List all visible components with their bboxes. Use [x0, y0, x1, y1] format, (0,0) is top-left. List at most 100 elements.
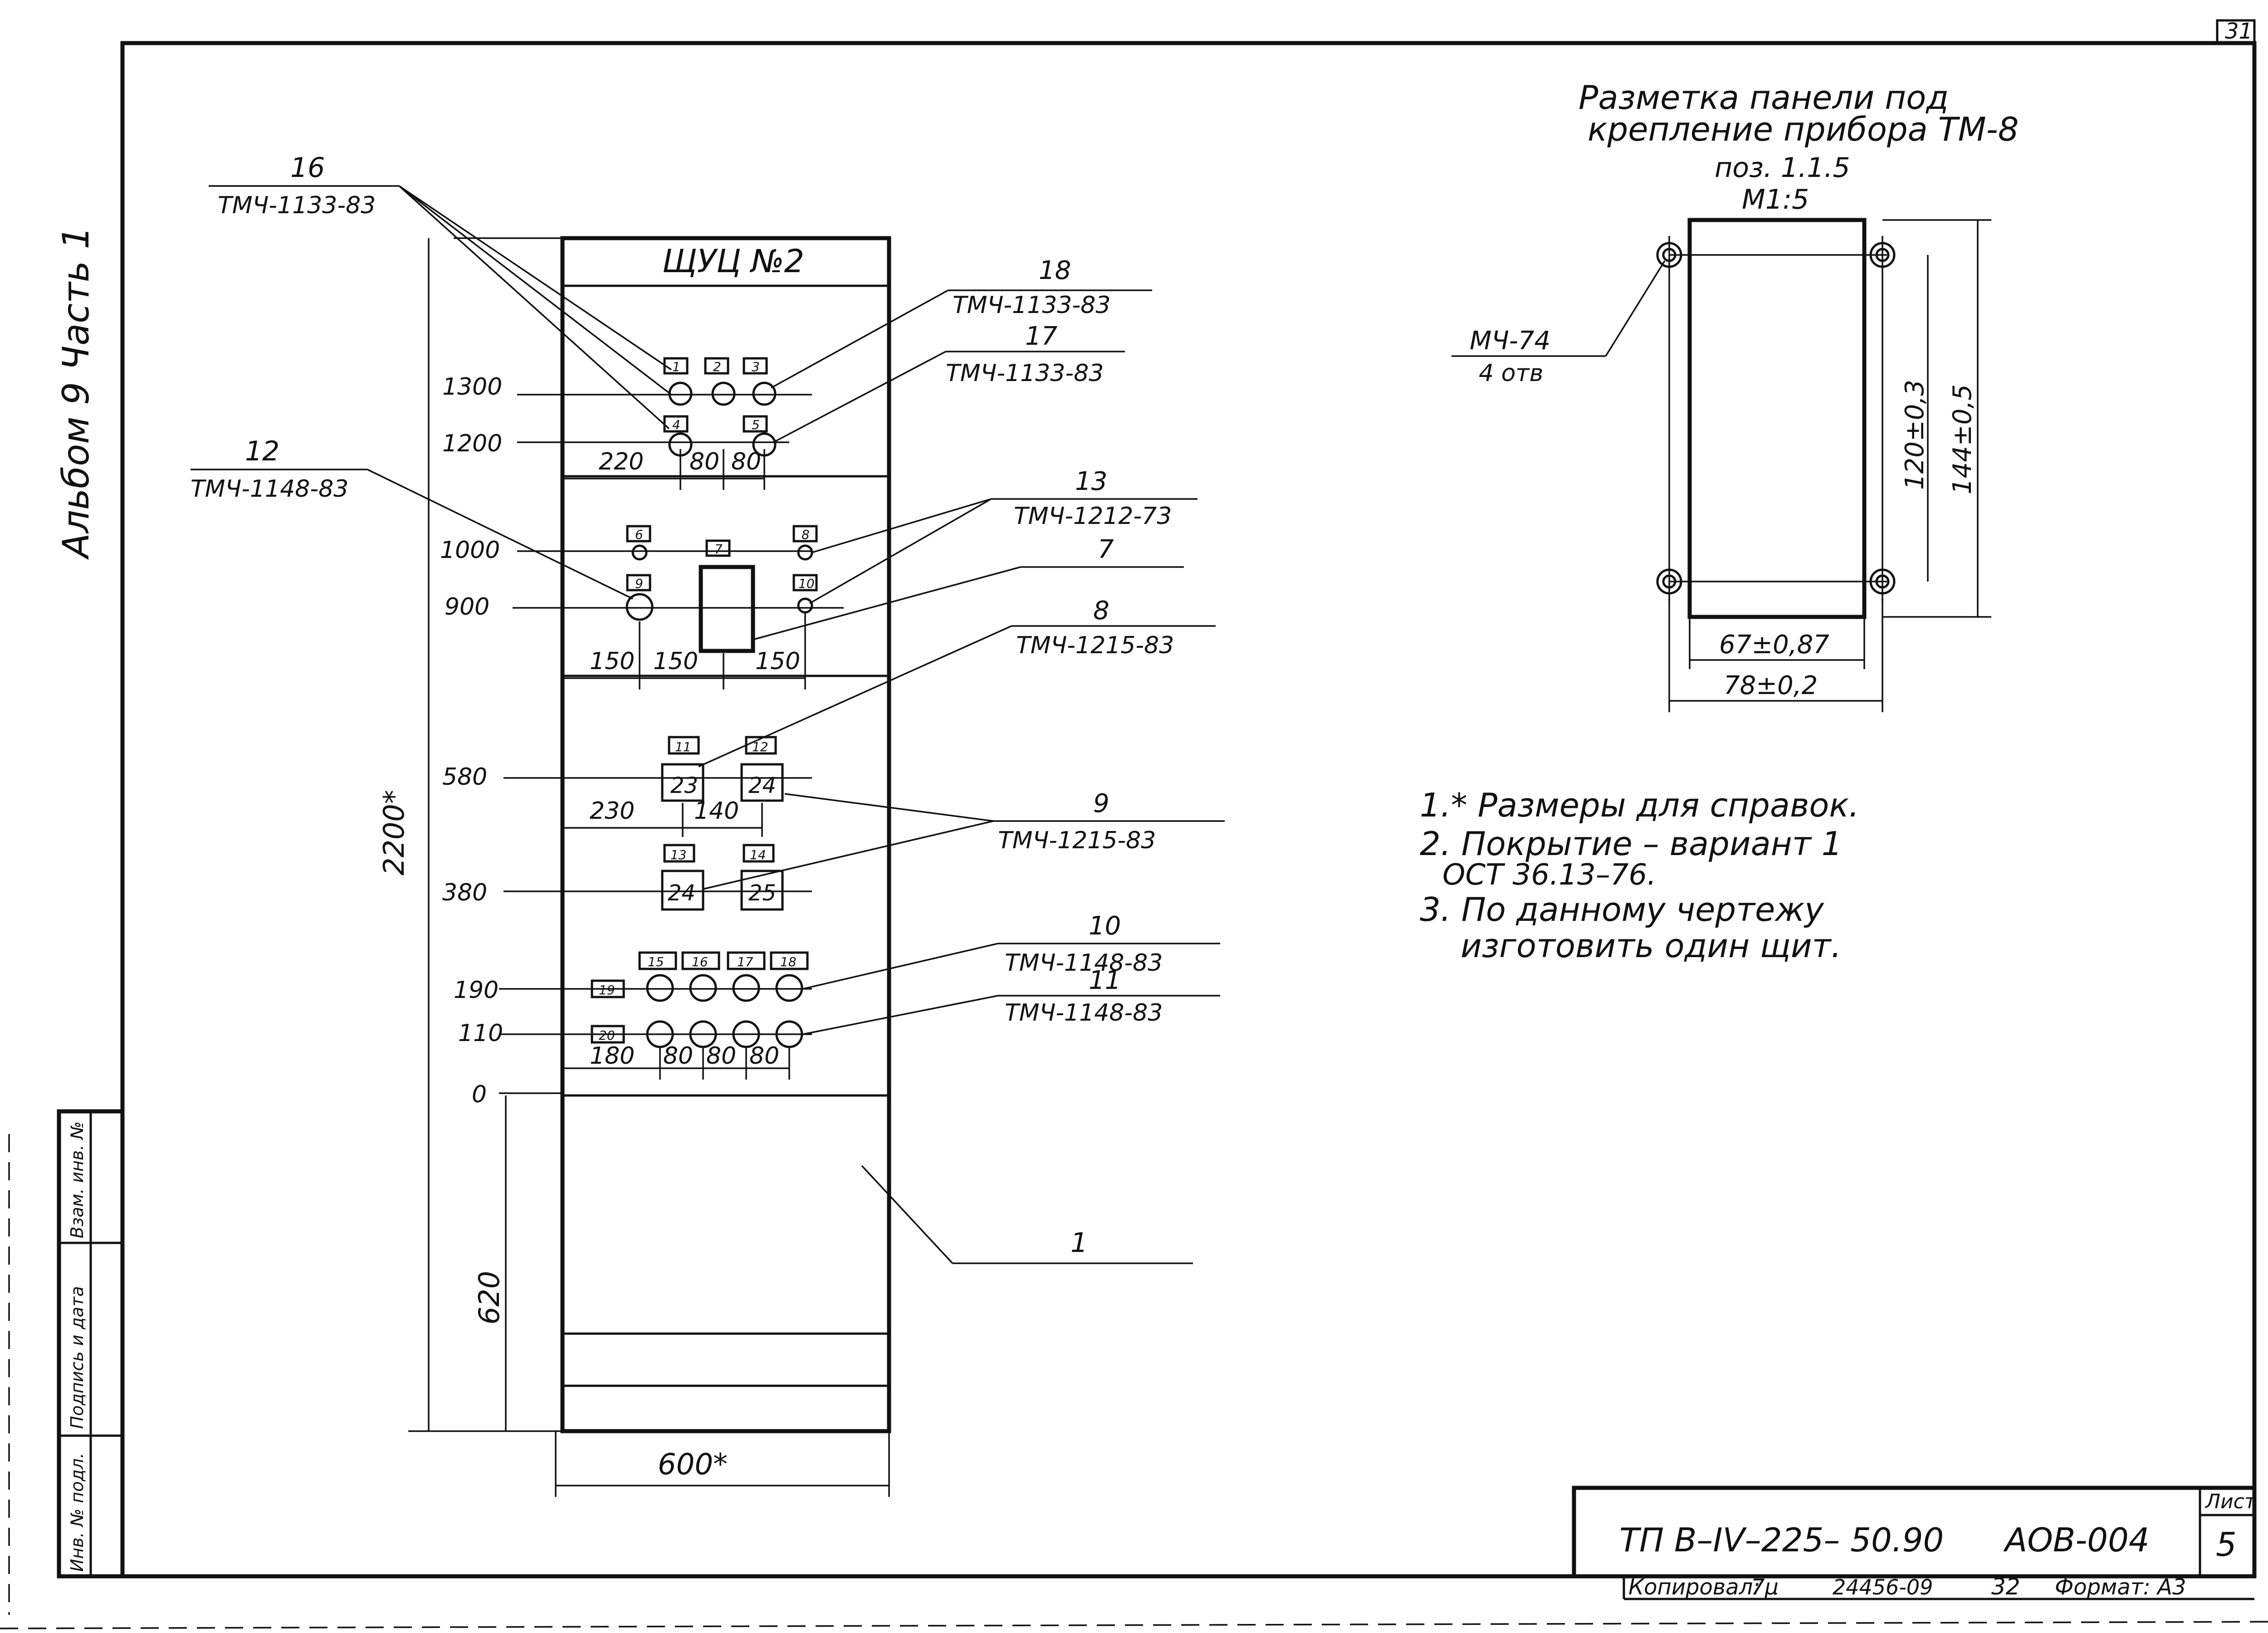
footer-num: 32	[1991, 1574, 2020, 1600]
row3-elements	[562, 736, 784, 911]
tag-11: 11	[675, 739, 691, 754]
row3-dim-230: 230	[590, 797, 635, 825]
detail-dim-67: 67±0,87	[1719, 630, 1829, 660]
callout-17-code: ТМЧ-1133-83	[946, 360, 1104, 387]
tag-15: 15	[648, 954, 664, 969]
device-25: 25	[748, 880, 776, 906]
row2-dim-150b: 150	[653, 648, 698, 675]
tag-17: 17	[737, 954, 753, 969]
panel-name: ЩУЦ №2	[662, 243, 804, 280]
callout-16-code: ТМЧ-1133-83	[218, 192, 376, 219]
footer-copied: Копировал:	[1628, 1574, 1760, 1600]
left-stamp	[57, 1109, 125, 1579]
tag-3: 3	[752, 359, 760, 374]
detail-hole-count: 4 отв	[1479, 360, 1543, 387]
row1-dim-80a: 80	[689, 448, 719, 475]
tag-5: 5	[752, 417, 760, 432]
level-0: 0	[472, 1081, 487, 1108]
callout-16-num: 16	[290, 152, 325, 184]
callout-12-code: ТМЧ-1148-83	[191, 475, 348, 503]
panel-outline	[560, 236, 891, 1433]
level-900: 900	[445, 593, 489, 621]
detail-hole-code: МЧ-74	[1470, 326, 1550, 356]
row4-dim-80c: 80	[749, 1042, 779, 1070]
row3-dim-140: 140	[694, 797, 739, 825]
callout-9-code: ТМЧ-1215-83	[998, 827, 1156, 854]
row4-dim-80a: 80	[663, 1042, 693, 1070]
tag-19: 19	[599, 983, 615, 997]
footer-format: Формат: А3	[2055, 1574, 2186, 1600]
detail-dim-78: 78±0,2	[1724, 671, 1818, 700]
level-1000: 1000	[440, 537, 500, 564]
detail-title-l2: крепление прибора ТМ-8	[1588, 110, 2019, 148]
width-dim-600: 600*	[658, 1448, 728, 1481]
side-album-label: Альбом 9 Часть 1	[55, 226, 97, 560]
tag-16: 16	[692, 954, 708, 969]
note-2b: ОСТ 36.13–76.	[1442, 858, 1657, 892]
tag-6: 6	[635, 527, 643, 542]
detail-drawing	[1452, 218, 1991, 712]
tag-10: 10	[798, 576, 815, 591]
tag-8: 8	[802, 527, 810, 542]
tag-7: 7	[714, 542, 723, 557]
device-24a: 24	[748, 773, 776, 798]
level-580: 580	[442, 763, 487, 791]
title-code: АОВ-004	[2003, 1521, 2150, 1559]
row1-dim-80b: 80	[731, 448, 761, 475]
callout-12-num: 12	[245, 435, 279, 467]
tag-14: 14	[750, 847, 766, 862]
note-2: 2. Покрытие – вариант 1	[1420, 825, 1843, 863]
detail-title-l3: поз. 1.1.5	[1715, 152, 1850, 184]
tag-20: 20	[599, 1028, 615, 1043]
callout-7-num: 7	[1098, 535, 1114, 564]
tag-13: 13	[670, 847, 687, 862]
height-dimension	[408, 237, 562, 1432]
sheet-frame	[0, 19, 2268, 1629]
title-block	[1572, 1486, 2257, 1600]
note-1: 1.* Размеры для справок.	[1420, 786, 1859, 824]
detail-title-l1: Разметка панели под	[1579, 78, 1949, 117]
callout-9-num: 9	[1093, 789, 1110, 818]
footer-order: 24456-09	[1833, 1575, 1933, 1599]
detail-scale: М1:5	[1742, 184, 1809, 215]
bottom-dim-620: 620	[473, 1271, 506, 1325]
level-1200: 1200	[442, 430, 502, 457]
stamp-sign-date: Подпись и дата	[67, 1286, 87, 1429]
footer-initials: 7µ	[1751, 1574, 1779, 1600]
level-380: 380	[442, 879, 487, 906]
note-3: 3. По данному чертежу	[1420, 890, 1824, 929]
tag-18: 18	[780, 954, 797, 969]
row2-dim-150a: 150	[590, 648, 635, 675]
stamp-inv-podl: Инв. № подл.	[67, 1453, 87, 1572]
level-lines	[499, 394, 844, 1094]
callout-13-num: 13	[1075, 467, 1107, 496]
level-190: 190	[454, 977, 499, 1004]
detail-dim-120: 120±0,3	[1900, 380, 1930, 490]
callout-10-code: ТМЧ-1148-83	[1005, 949, 1163, 977]
leader-lines	[191, 185, 1225, 1264]
detail-dim-144: 144±0,5	[1948, 384, 1977, 494]
width-dimension	[555, 1431, 890, 1497]
row1-dim-220: 220	[599, 448, 644, 475]
callout-17-num: 17	[1025, 322, 1058, 351]
tag-1: 1	[672, 359, 680, 374]
corner-number: 31	[2225, 19, 2253, 44]
callout-11-code: ТМЧ-1148-83	[1005, 999, 1163, 1027]
callout-18-code: ТМЧ-1133-83	[953, 292, 1110, 319]
tag-2: 2	[713, 359, 721, 374]
tag-9: 9	[635, 576, 643, 591]
stamp-vzam-inv: Взам. инв. №	[67, 1121, 87, 1238]
callout-18-num: 18	[1039, 256, 1071, 285]
title-sheet-label: Лист	[2204, 1490, 2257, 1513]
row4-dim-180: 180	[590, 1042, 635, 1070]
callout-1-num: 1	[1070, 1227, 1088, 1259]
device-24b: 24	[668, 880, 695, 906]
device-23: 23	[670, 773, 698, 798]
callout-13-code: ТМЧ-1212-73	[1014, 503, 1172, 530]
row2-dim-150c: 150	[755, 648, 800, 675]
row4-elements	[562, 951, 809, 1080]
row4-dim-80b: 80	[706, 1042, 736, 1070]
tag-4: 4	[672, 417, 680, 432]
level-110: 110	[458, 1020, 503, 1047]
